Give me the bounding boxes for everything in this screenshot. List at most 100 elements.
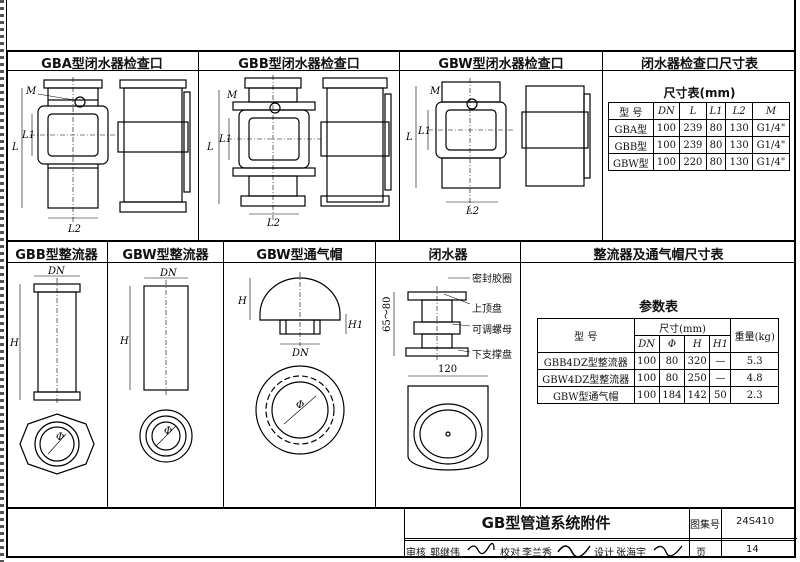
dim-h1: H1: [347, 320, 363, 331]
gbw-title: GBW型闭水器检查口: [438, 57, 564, 72]
header-cell: L: [679, 102, 707, 120]
water-closer-title: 闭水器: [428, 248, 468, 263]
dim-width: 120: [438, 364, 457, 375]
cell: 2.3: [730, 386, 779, 404]
dim-phi: Φ: [164, 426, 172, 437]
header-cell: L1: [705, 102, 727, 120]
table-header-row: DN Φ H H1: [538, 335, 779, 353]
title-block: [404, 509, 797, 558]
top-margin: [0, 0, 800, 50]
cell: GBW4DZ型整流器: [537, 369, 635, 387]
cell: 80: [658, 369, 686, 387]
row-divider: [6, 240, 796, 242]
dim-h: H: [119, 336, 129, 347]
cell: 184: [658, 386, 686, 404]
design-label: 设计: [594, 548, 614, 559]
drawing-title: GB型管道系统附件: [481, 514, 611, 532]
cell: 100: [652, 119, 681, 137]
divider: [520, 240, 521, 507]
cell: 80: [658, 352, 686, 370]
cell: 239: [679, 136, 707, 154]
rectifier-size-title: 整流器及通气帽尺寸表: [593, 248, 724, 263]
page-label: 页: [696, 548, 706, 559]
cell: G1/4": [751, 119, 791, 137]
callout-adjust-nut: 可调螺母: [472, 325, 512, 336]
cell: 100: [633, 386, 660, 404]
dim-l: L: [405, 132, 413, 143]
gbw-drawing: M L L1 L2: [405, 78, 591, 217]
reviewer-signature: [467, 542, 495, 555]
dim-l: L: [206, 142, 214, 153]
cell: —: [709, 352, 732, 370]
dim-l1: L1: [21, 130, 35, 141]
table-header-row: 型 号 DN L L1 L2 M: [608, 102, 791, 120]
cell: 130: [725, 136, 753, 154]
dim-l2: L2: [266, 218, 280, 229]
header-cell: Φ: [658, 335, 686, 353]
cell: GBB型: [608, 136, 654, 154]
header-cell: 重量(kg): [730, 318, 779, 353]
gbw-rectifier-title: GBW型整流器: [122, 248, 209, 263]
callout-seal-ring: 密封胶圈: [472, 274, 512, 285]
designer-signature: [653, 545, 683, 556]
dim-l1: L1: [417, 126, 431, 137]
cell: 220: [679, 153, 707, 171]
header-cell: 型 号: [608, 102, 654, 120]
divider: [223, 240, 224, 507]
callout-bottom-plate: 下支撑盘: [472, 350, 512, 361]
size-table-subtitle: 尺寸表(mm): [663, 86, 736, 100]
dim-h: H: [9, 338, 19, 349]
dim-l: L: [11, 142, 19, 153]
cell: 100: [652, 136, 681, 154]
reviewer-name: 郭继伟: [430, 548, 460, 559]
row2-header-rule: [6, 262, 796, 263]
header-cell: 尺寸(mm): [633, 318, 732, 336]
checker-signature: [557, 545, 591, 556]
cell: G1/4": [751, 136, 791, 154]
cell: G1/4": [751, 153, 791, 171]
vent-cap-drawing: H H1 DN Φ: [237, 272, 363, 455]
gbb-rectifier-title: GBB型整流器: [15, 248, 98, 263]
dim-m: M: [226, 90, 238, 101]
header-cell: DN: [633, 335, 660, 353]
header-cell: L2: [725, 102, 753, 120]
cell: 239: [679, 119, 707, 137]
dim-h: H: [237, 296, 247, 307]
cell: 80: [705, 136, 727, 154]
gba-drawing: M L L1 L2: [11, 77, 191, 235]
table-header-row: 型 号 尺寸(mm) 重量(kg): [537, 318, 779, 353]
callout-top-plate: 上顶盘: [472, 304, 502, 315]
checker-name: 李兰秀: [522, 548, 552, 559]
drawing-frame: [6, 50, 796, 558]
titleblock-rule: [6, 507, 796, 509]
page-number: 14: [746, 544, 759, 555]
dim-range: 65～80: [382, 297, 393, 332]
dim-dn: DN: [159, 268, 178, 279]
header-cell: H: [684, 335, 711, 353]
cell: GBA型: [608, 119, 654, 137]
dim-m: M: [429, 86, 441, 97]
header-cell: 型 号: [537, 318, 635, 353]
gbw-rectifier-drawing: DN H Φ: [119, 268, 193, 463]
dim-l1: L1: [218, 134, 232, 145]
cell: —: [709, 369, 732, 387]
cell: 320: [684, 352, 711, 370]
divider: [399, 50, 400, 240]
atlas-label: 图集号: [690, 520, 720, 531]
size-table-title: 闭水器检查口尺寸表: [640, 57, 758, 72]
dim-dn: DN: [47, 266, 66, 277]
param-table-subtitle: 参数表: [638, 300, 678, 315]
cell: 100: [633, 369, 660, 387]
dim-l2: L2: [465, 206, 479, 217]
cell: 100: [652, 153, 681, 171]
cell: 5.3: [730, 352, 779, 370]
review-label: 审核: [406, 548, 426, 559]
dim-dn: DN: [291, 348, 310, 359]
header-cell: DN: [652, 102, 681, 120]
gbb-drawing: M L L1 L2: [206, 75, 392, 229]
